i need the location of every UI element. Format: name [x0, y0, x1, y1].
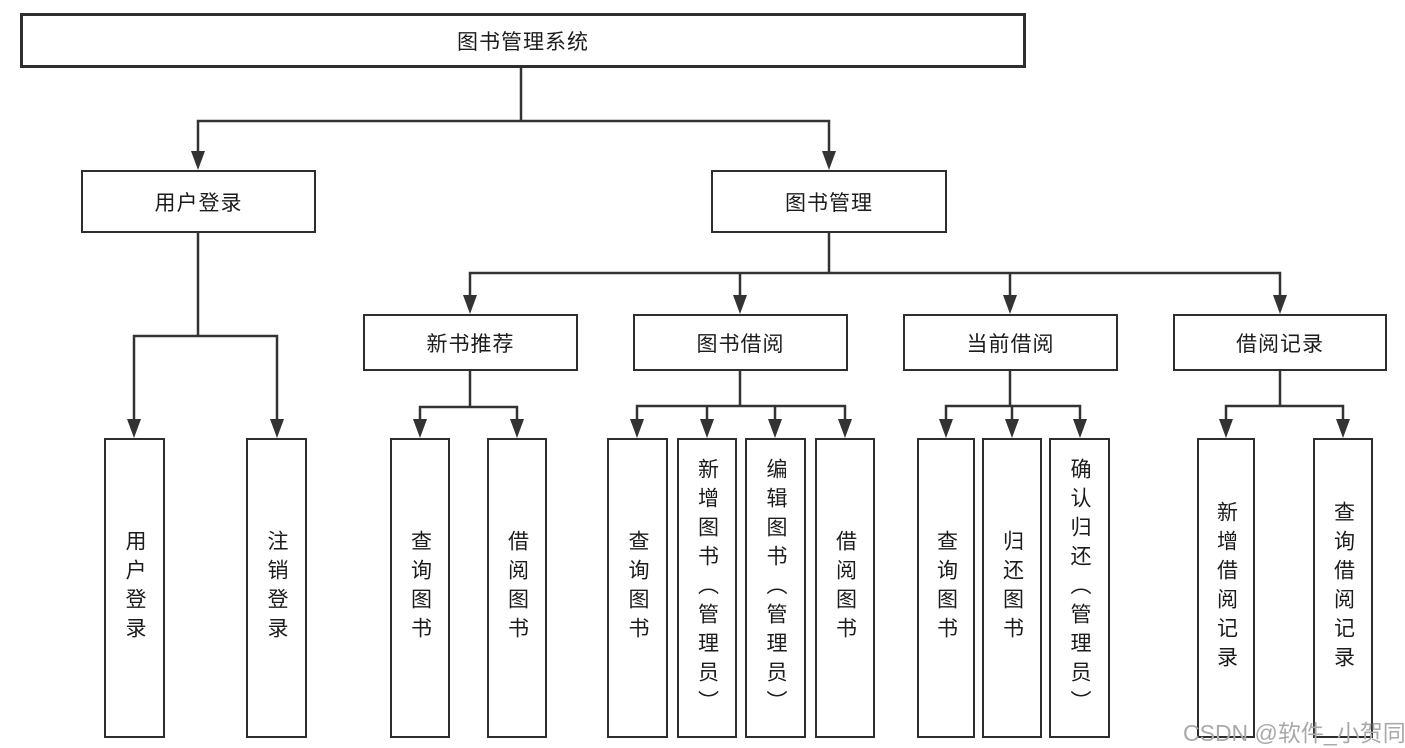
leaf-add-books-admin: 新增图书（管理员）: [677, 438, 737, 738]
arrowhead-down: [270, 419, 284, 438]
arrowhead-down: [1273, 295, 1287, 314]
leaf-user-login: 用户登录: [104, 438, 165, 738]
arrowhead-down: [1219, 419, 1233, 438]
connector-new-book-recommend-to-leaves: [413, 369, 524, 438]
leaf-user-login-label: 用户登录: [123, 530, 146, 646]
node-borrowing-records-label: 借阅记录: [1236, 332, 1324, 356]
arrowhead-down: [1005, 419, 1019, 438]
leaf-query-books-3: 查询图书: [917, 438, 975, 738]
leaf-confirm-return-admin: 确认归还（管理员）: [1049, 438, 1110, 738]
connector-book-management-to-level3: [463, 231, 1287, 314]
arrowhead-down: [939, 419, 953, 438]
arrowhead-down: [413, 419, 427, 438]
arrowhead-down: [768, 419, 782, 438]
node-user-login: 用户登录: [81, 170, 316, 233]
leaf-query-books-3-label: 查询图书: [934, 530, 958, 646]
arrowhead-down: [1003, 295, 1017, 314]
node-book-management: 图书管理: [711, 170, 947, 233]
arrowhead-down: [1336, 419, 1350, 438]
leaf-borrow-books-2: 借阅图书: [815, 438, 875, 738]
connector-line: [196, 66, 831, 154]
leaf-query-books-2: 查询图书: [607, 438, 668, 738]
arrowhead-down: [1073, 419, 1087, 438]
arrowhead-down: [630, 419, 644, 438]
leaf-add-borrow-record-label: 新增借阅记录: [1214, 501, 1238, 675]
arrowhead-down: [822, 151, 836, 170]
leaf-borrow-books-2-label: 借阅图书: [833, 530, 857, 646]
connector-root-to-level2: [191, 66, 836, 170]
arrowhead-down: [838, 419, 852, 438]
node-borrowing-records: 借阅记录: [1173, 314, 1387, 371]
leaf-return-books-label: 归还图书: [1000, 530, 1024, 646]
leaf-edit-books-admin-label: 编辑图书（管理员）: [764, 457, 787, 719]
node-root-label: 图书管理系统: [457, 30, 589, 54]
leaf-query-books-2-label: 查询图书: [626, 530, 649, 646]
leaf-query-borrow-record: 查询借阅记录: [1313, 438, 1373, 738]
leaf-query-books-1-label: 查询图书: [408, 530, 432, 646]
arrowhead-down: [733, 295, 747, 314]
node-book-borrowing-label: 图书借阅: [696, 332, 785, 356]
arrowhead-down: [127, 419, 141, 438]
connector-user-login-to-leaves: [127, 231, 284, 438]
arrowhead-down: [463, 295, 477, 314]
csdn-watermark: CSDN @软件_小贺同学: [1183, 720, 1405, 746]
leaf-confirm-return-admin-label: 确认归还（管理员）: [1068, 457, 1091, 719]
arrowhead-down: [191, 151, 205, 170]
leaf-logout-login-label: 注销登录: [265, 530, 288, 646]
connector-line: [635, 369, 847, 422]
connector-line: [468, 231, 1282, 298]
connector-book-borrowing-to-leaves: [630, 369, 852, 438]
leaf-logout-login: 注销登录: [246, 438, 307, 738]
leaf-query-borrow-record-label: 查询借阅记录: [1331, 501, 1355, 675]
connector-line: [132, 231, 279, 422]
leaf-add-borrow-record: 新增借阅记录: [1197, 438, 1255, 738]
connector-line: [418, 369, 519, 422]
connector-current-borrowing-to-leaves: [939, 369, 1087, 438]
leaf-edit-books-admin: 编辑图书（管理员）: [745, 438, 806, 738]
node-root: 图书管理系统: [20, 13, 1026, 68]
leaf-query-books-1: 查询图书: [390, 438, 450, 738]
leaf-return-books: 归还图书: [982, 438, 1042, 738]
node-book-borrowing: 图书借阅: [633, 314, 848, 371]
arrowhead-down: [700, 419, 714, 438]
connector-borrowing-records-to-leaves: [1219, 369, 1350, 438]
node-new-book-recommend: 新书推荐: [363, 314, 578, 371]
node-user-login-label: 用户登录: [154, 191, 243, 215]
connector-line: [944, 369, 1082, 422]
connector-line: [1224, 369, 1345, 422]
node-new-book-recommend-label: 新书推荐: [426, 332, 515, 356]
arrowhead-down: [510, 419, 524, 438]
node-book-management-label: 图书管理: [785, 191, 873, 215]
node-current-borrowing-label: 当前借阅: [966, 332, 1055, 356]
leaf-borrow-books-1: 借阅图书: [487, 438, 547, 738]
leaf-add-books-admin-label: 新增图书（管理员）: [695, 457, 719, 719]
leaf-borrow-books-1-label: 借阅图书: [505, 530, 529, 646]
node-current-borrowing: 当前借阅: [903, 314, 1118, 371]
